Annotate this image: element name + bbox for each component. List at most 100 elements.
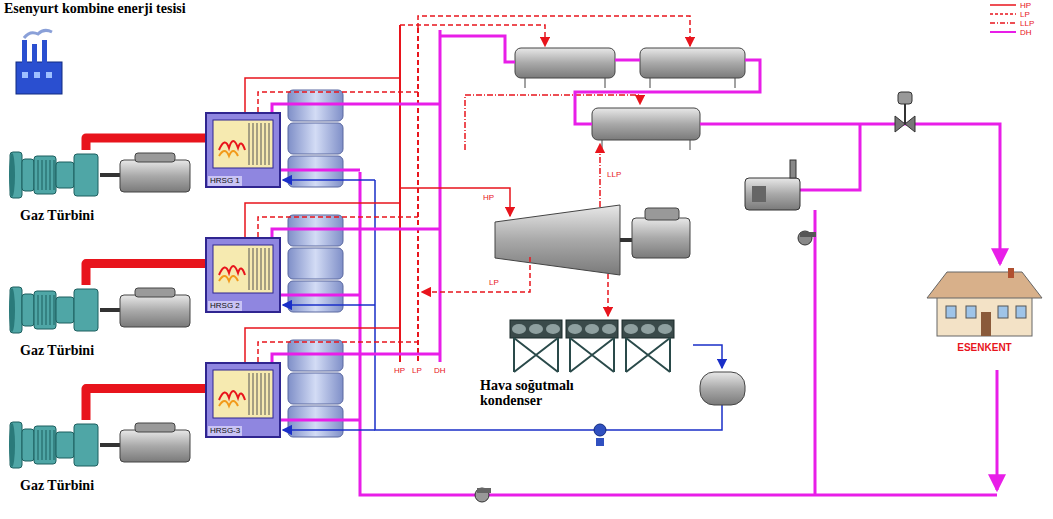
factory-icon (16, 62, 62, 94)
hrsg-unit-part (257, 373, 258, 415)
heat-exchanger (602, 140, 603, 150)
district-house-part (937, 296, 1032, 336)
hrsg-unit-part (253, 248, 254, 290)
gas-turbine-part (42, 160, 43, 190)
auxiliary-boiler (745, 178, 800, 210)
gas-turbine-part (34, 426, 56, 464)
hrsg-unit-part (265, 373, 266, 415)
district-heating-line (360, 36, 1000, 495)
gas-turbine-part (54, 295, 55, 325)
auxiliary-boiler (752, 186, 766, 202)
air-cooled-condenser: Hava soğutmalı kondenser (478, 318, 693, 418)
hrsg-steam-line (258, 342, 418, 362)
generator (135, 423, 175, 432)
gas-turbine-part (54, 160, 55, 190)
air-cooled-condenser-part (514, 338, 558, 372)
stream-label: HP (482, 193, 495, 203)
air-cooled-condenser-part (626, 338, 670, 372)
heat-exchanger (640, 48, 745, 78)
hrsg-unit-part (249, 373, 250, 415)
hrsg-unit-part (253, 123, 254, 165)
gas-turbine-part (46, 160, 47, 190)
heat-exchanger (525, 78, 526, 88)
hrsg-steam-line (272, 229, 440, 237)
district-heating-line (800, 124, 860, 190)
feedwater-line (375, 180, 722, 430)
hrsg-unit-part (206, 238, 280, 312)
heat-exchanger (690, 140, 691, 150)
gas-turbine: Gaz Türbini (8, 420, 100, 470)
node-label: Gaz Türbini (20, 208, 94, 224)
feedwater-line (375, 180, 722, 430)
turbine-steam-line (400, 188, 510, 216)
heat-exchanger (650, 78, 651, 88)
auxiliary-boiler (790, 160, 796, 178)
legend-samples (990, 5, 1016, 32)
gas-turbine-shape (8, 150, 100, 200)
hrsg-unit-part (213, 245, 273, 293)
air-cooled-condenser-part (568, 324, 582, 334)
gas-turbine-part (34, 291, 56, 329)
feedwater-line (693, 345, 722, 368)
hrsg-unit-part (219, 391, 245, 400)
node-label: Gaz Türbini (20, 478, 94, 494)
generator (100, 308, 120, 312)
generator (135, 153, 175, 162)
heat-exchanger (605, 78, 606, 88)
district-house: ESENKENT (922, 268, 1047, 368)
air-cooled-condenser-part (624, 324, 638, 334)
gas-turbine-part (9, 153, 15, 197)
hrsg-unit-part (265, 248, 266, 290)
district-house-part (981, 312, 991, 336)
hrsg-unit-part (206, 113, 280, 187)
hrsg-unit-part (253, 373, 254, 415)
heat-exchanger (735, 78, 736, 88)
gas-turbine-part (56, 162, 74, 188)
steam-turbine (632, 218, 690, 258)
node-label: HRSG 2 (208, 301, 242, 311)
gas-turbine-part (50, 295, 51, 325)
steam-headers (418, 16, 690, 46)
hrsg-steam-line (258, 217, 418, 237)
air-cooled-condenser-part (512, 324, 526, 334)
hrsg-steam-line (283, 429, 375, 431)
hrsg-unit-part (257, 248, 258, 290)
legend-samples (990, 4, 1016, 6)
generator (100, 443, 120, 447)
factory-icon (22, 40, 27, 64)
hrsg-steam-line (281, 294, 360, 297)
legend-samples (990, 13, 1016, 15)
hrsg-steam-line (245, 203, 400, 237)
district-heating-line (996, 370, 999, 490)
feedwater-tank (700, 372, 745, 405)
gas-turbine-part (22, 159, 34, 191)
node-label: HRSG-3 (208, 426, 242, 436)
legend-entry: LLP (1020, 19, 1034, 28)
gas-turbine-part (56, 432, 74, 458)
gas-turbine-part (10, 152, 22, 198)
legend-entry: HP (1020, 1, 1031, 10)
control-valve (898, 92, 912, 104)
heat-exchanger (515, 48, 745, 150)
hrsg-stack (288, 248, 343, 279)
air-cooled-condenser-part (546, 324, 560, 334)
air-cooled-condenser-part (641, 324, 655, 334)
pump (596, 438, 604, 446)
stream-label: LLP (606, 170, 622, 180)
district-house-shape (922, 268, 1047, 368)
generator (120, 160, 190, 192)
diagram-title: Esenyurt kombine enerji tesisi (4, 1, 186, 17)
hrsg-stack (288, 123, 343, 154)
hrsg-unit-part (257, 123, 258, 165)
hrsg-unit-part (269, 123, 270, 165)
steam-turbine (645, 208, 679, 220)
hrsg-unit-part (269, 373, 270, 415)
gas-turbine-part (46, 430, 47, 460)
turbine-steam-line (599, 144, 601, 207)
steam-headers (417, 28, 419, 362)
district-house-part (966, 306, 976, 318)
generator (100, 423, 190, 462)
gas-turbine-part (22, 429, 34, 461)
hrsg-unit-part (219, 266, 245, 275)
